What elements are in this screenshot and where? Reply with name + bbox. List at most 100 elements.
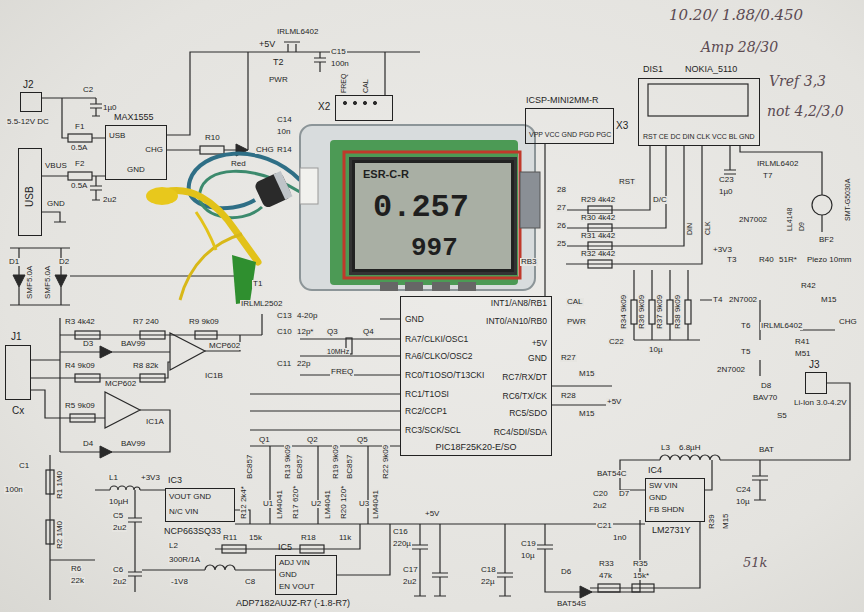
part-label: 2u2: [112, 524, 127, 532]
part-label: L3: [660, 444, 671, 452]
part-label: Red: [230, 160, 247, 168]
part-label: 28: [556, 186, 567, 194]
part-label: 0.5A: [70, 144, 88, 152]
part-label: L2: [168, 542, 179, 550]
ic-box: IC5ADJ VINGNDEN VOUTADP7182AUJZ-R7 (-1.8…: [275, 555, 337, 595]
part-label: MCP602: [104, 380, 137, 388]
part-label: +5V: [606, 398, 622, 406]
part-label: C2: [82, 86, 94, 94]
part-label: C13: [276, 312, 293, 320]
part-label: BAT: [758, 446, 775, 454]
part-label: R40: [758, 256, 775, 264]
part-label: LM4041: [276, 489, 284, 520]
part-label: T6: [740, 322, 751, 330]
node-text: USB: [25, 186, 36, 207]
part-label: 2u2: [112, 578, 127, 586]
ic-box: IC3VOUT GNDN/C VINNCP663SQ33: [165, 488, 235, 522]
part-label: C8: [244, 578, 256, 586]
node-text: N/C VIN: [169, 508, 198, 516]
part-label: C23: [718, 176, 735, 184]
part-label: 0.5A: [70, 182, 88, 190]
part-label: C24: [735, 486, 752, 494]
part-label: C15: [330, 48, 347, 56]
part-label: C19: [520, 540, 537, 548]
part-label: R42: [800, 282, 817, 290]
part-label: D4: [82, 440, 94, 448]
ic-box: MAX1555USBCHGGND: [105, 125, 167, 180]
part-label: R29 4k42: [580, 196, 616, 204]
part-label: BAV99: [120, 340, 146, 348]
node-text: GND: [405, 315, 424, 324]
node-text: Li-Ion 3.0-4.2V: [794, 399, 846, 407]
part-label: C20: [592, 490, 609, 498]
part-label: C14: [276, 116, 293, 124]
part-label: MCP602: [208, 342, 241, 350]
node-text: X3: [616, 121, 628, 132]
part-label: M15: [578, 370, 596, 378]
node-text: NOKIA_5110: [685, 65, 737, 74]
part-label: IC1A: [145, 418, 165, 426]
node-text: IC4: [648, 466, 662, 475]
part-label: D8: [760, 382, 772, 390]
part-label: R30 4k42: [580, 214, 616, 222]
part-label: T2: [272, 58, 285, 67]
part-label: R27: [560, 354, 577, 362]
part-label: U3: [358, 500, 370, 508]
part-label: D3: [82, 340, 94, 348]
part-label: R28: [560, 392, 577, 400]
node-text: RST CE DC DIN CLK VCC BL GND: [643, 133, 755, 140]
part-label: M15: [820, 296, 838, 304]
part-label: 2u2: [592, 502, 607, 510]
part-label: R35: [632, 560, 649, 568]
part-label: R17 620*: [292, 485, 300, 520]
part-label: C21: [596, 522, 613, 530]
part-label: PWR: [566, 318, 587, 326]
node-text: J3: [809, 360, 820, 371]
part-label: CAL: [362, 78, 369, 94]
part-label: VBUS: [44, 162, 68, 170]
node-text: GND: [279, 571, 297, 579]
part-label: 12p*: [296, 328, 314, 336]
part-label: 27: [556, 204, 567, 212]
part-label: Q2: [306, 436, 319, 444]
part-label: 5.5-12V DC: [6, 118, 50, 126]
part-label: BAT54C: [596, 470, 628, 478]
part-label: RST: [618, 178, 636, 186]
part-label: BAV99: [120, 440, 146, 448]
part-label: CHG: [838, 318, 858, 326]
node-text: +5V: [532, 339, 547, 348]
node-text: LM2731Y: [652, 526, 691, 535]
part-label: R10: [204, 134, 221, 142]
part-label: 1n0: [612, 534, 627, 542]
part-label: R31 4k42: [580, 232, 616, 240]
display-module: DIS1NOKIA_5110RST CE DC DIN CLK VCC BL G…: [638, 78, 760, 146]
part-label: R37 9k09: [656, 294, 664, 330]
part-label: C1: [18, 462, 30, 470]
part-label: IRLML6402: [756, 160, 799, 168]
part-label: C22: [608, 338, 625, 346]
part-label: 6.8µH: [678, 444, 702, 452]
part-label: M51: [794, 350, 812, 358]
node-text: RC3/SCK/SCL: [405, 426, 461, 435]
part-label: R5 9k09: [64, 402, 96, 410]
part-label: CAL: [566, 298, 584, 306]
part-label: +5V: [424, 510, 440, 518]
part-label: IRLML6402: [760, 322, 803, 330]
node-text: RC5/SDO: [509, 409, 547, 418]
part-label: R38 9k09: [674, 294, 682, 330]
part-label: 10n: [276, 128, 291, 136]
part-label: +5V: [258, 40, 276, 49]
node-text: DIS1: [643, 65, 663, 74]
part-label: BC857: [346, 454, 354, 480]
part-label: R8 82k: [132, 362, 159, 370]
part-label: 2u2: [402, 578, 417, 586]
node-text: 997: [411, 235, 458, 262]
connector-box: J3Li-Ion 3.0-4.2V: [805, 372, 827, 394]
part-label: IRLML2502: [240, 300, 283, 308]
node-text: RC2/CCP1: [405, 407, 447, 416]
part-label: 15k: [248, 534, 263, 542]
node-text: FB SHDN: [649, 506, 684, 514]
node-text: Cx: [12, 406, 24, 417]
part-label: R32 4k42: [580, 250, 616, 258]
